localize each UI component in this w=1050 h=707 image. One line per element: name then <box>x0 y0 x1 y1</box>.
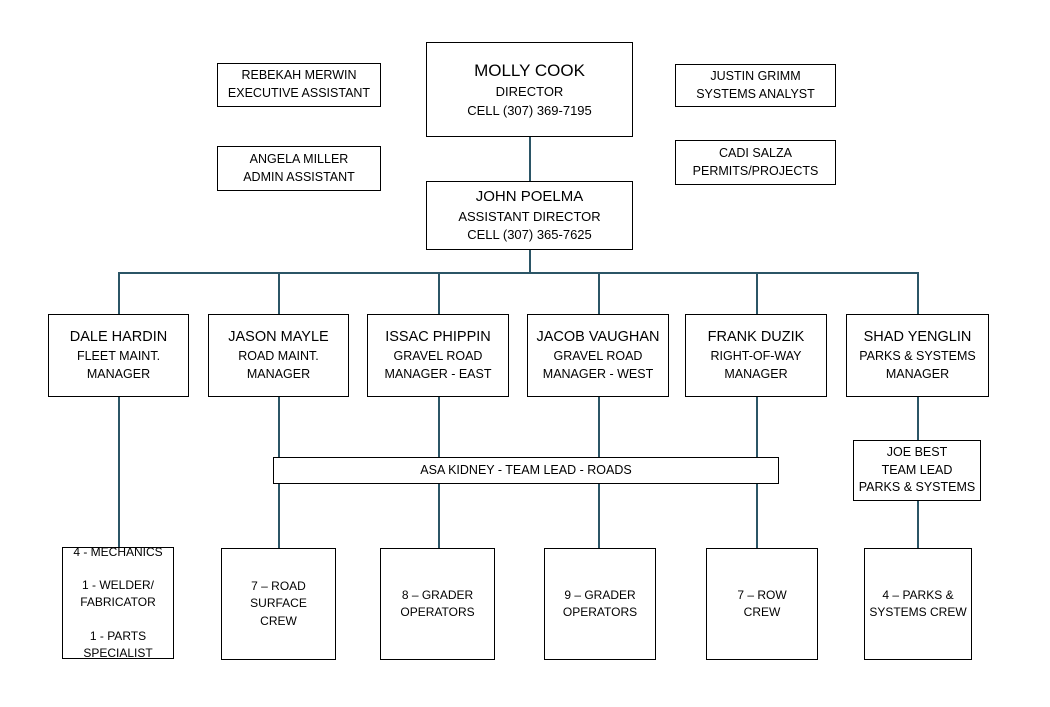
connector-bus-to-manager-2 <box>278 272 280 314</box>
node-roads-team-lead[interactable]: ASA KIDNEY - TEAM LEAD - ROADS <box>273 457 779 484</box>
manager-2-name: JASON MAYLE <box>228 329 329 346</box>
connector-manager-6-to-parks-lead <box>917 397 919 440</box>
manager-3-name: ISSAC PHIPPIN <box>385 329 491 346</box>
roads-team-lead-label: ASA KIDNEY - TEAM LEAD - ROADS <box>420 462 632 477</box>
connector-director-to-assistant <box>529 136 531 181</box>
manager-5-line2: MANAGER <box>724 366 788 381</box>
manager-6-name: SHAD YENGLIN <box>863 329 972 346</box>
permits-projects-title: PERMITS/PROJECTS <box>692 163 819 178</box>
crew-2-line2: SURFACE <box>250 596 307 611</box>
node-assistant-director[interactable]: JOHN POELMA ASSISTANT DIRECTOR CELL (307… <box>426 181 633 250</box>
manager-5-name: FRANK DUZIK <box>707 329 805 346</box>
admin-assistant-title: ADMIN ASSISTANT <box>243 169 355 184</box>
crew-1-group-2-line1: 1 - WELDER/ <box>81 578 154 593</box>
manager-6-line2: MANAGER <box>885 366 950 381</box>
node-crew-grader-west[interactable]: 9 – GRADER OPERATORS <box>544 548 656 660</box>
connector-bus-to-manager-1 <box>118 272 120 314</box>
assistant-director-title: ASSISTANT DIRECTOR <box>458 208 601 224</box>
manager-3-line2: MANAGER - EAST <box>384 366 492 381</box>
node-crew-row[interactable]: 7 – ROW CREW <box>706 548 818 660</box>
node-manager-right-of-way[interactable]: FRANK DUZIK RIGHT-OF-WAY MANAGER <box>685 314 827 397</box>
node-manager-gravel-road-west[interactable]: JACOB VAUGHAN GRAVEL ROAD MANAGER - WEST <box>527 314 669 397</box>
executive-assistant-name: REBEKAH MERWIN <box>241 68 357 83</box>
crew-1-group-3-line1: 1 - PARTS <box>89 628 147 643</box>
connector-bus-to-manager-5 <box>756 272 758 314</box>
node-systems-analyst[interactable]: JUSTIN GRIMM SYSTEMS ANALYST <box>675 64 836 107</box>
crew-2-line1: 7 – ROAD <box>251 579 306 594</box>
admin-assistant-name: ANGELA MILLER <box>249 151 349 166</box>
manager-2-line2: MANAGER <box>246 366 311 381</box>
connector-bus-to-manager-4 <box>598 272 600 314</box>
systems-analyst-title: SYSTEMS ANALYST <box>696 86 815 101</box>
node-executive-assistant[interactable]: REBEKAH MERWIN EXECUTIVE ASSISTANT <box>217 63 381 107</box>
connector-parks-lead-to-crew <box>917 501 919 548</box>
systems-analyst-name: JUSTIN GRIMM <box>710 68 801 83</box>
crew-5-line2: CREW <box>743 605 781 619</box>
node-manager-gravel-road-east[interactable]: ISSAC PHIPPIN GRAVEL ROAD MANAGER - EAST <box>367 314 509 397</box>
manager-1-name: DALE HARDIN <box>69 329 168 346</box>
connector-bus-to-manager-6 <box>917 272 919 314</box>
crew-3-line1: 8 – GRADER <box>401 587 474 602</box>
permits-projects-name: CADI SALZA <box>719 145 792 160</box>
node-crew-road-surface[interactable]: 7 – ROAD SURFACE CREW <box>221 548 336 660</box>
manager-2-line1: ROAD MAINT. <box>238 349 319 364</box>
crew-2-line3: CREW <box>260 613 297 628</box>
manager-4-name: JACOB VAUGHAN <box>536 329 660 346</box>
manager-6-line1: PARKS & SYSTEMS <box>859 349 976 364</box>
node-manager-fleet-maintenance[interactable]: DALE HARDIN FLEET MAINT. MANAGER <box>48 314 189 397</box>
manager-3-line1: GRAVEL ROAD <box>393 349 483 364</box>
crew-4-line2: OPERATORS <box>562 605 638 619</box>
manager-4-line2: MANAGER - WEST <box>542 366 654 381</box>
connector-manager-bus <box>118 272 918 274</box>
connector-assistant-to-bus <box>529 250 531 273</box>
parks-team-lead-line2: PARKS & SYSTEMS <box>858 480 976 495</box>
node-crew-grader-east[interactable]: 8 – GRADER OPERATORS <box>380 548 495 660</box>
node-crew-parks-systems[interactable]: 4 – PARKS & SYSTEMS CREW <box>864 548 972 660</box>
assistant-director-cell: CELL (307) 365-7625 <box>467 227 592 243</box>
connector-bus-to-manager-3 <box>438 272 440 314</box>
connector-manager-1-to-crew <box>118 397 120 548</box>
node-permits-projects[interactable]: CADI SALZA PERMITS/PROJECTS <box>675 140 836 185</box>
manager-5-line1: RIGHT-OF-WAY <box>710 349 802 364</box>
crew-6-line2: SYSTEMS CREW <box>869 605 967 619</box>
manager-4-line1: GRAVEL ROAD <box>553 349 643 364</box>
crew-3-line2: OPERATORS <box>400 605 475 619</box>
crew-5-line1: 7 – ROW <box>737 587 787 602</box>
parks-team-lead-name: JOE BEST <box>886 444 948 459</box>
crew-1-group-3-line2: SPECIALIST <box>83 645 153 660</box>
node-admin-assistant[interactable]: ANGELA MILLER ADMIN ASSISTANT <box>217 146 381 191</box>
executive-assistant-title: EXECUTIVE ASSISTANT <box>227 86 371 100</box>
node-manager-road-maintenance[interactable]: JASON MAYLE ROAD MAINT. MANAGER <box>208 314 349 397</box>
node-parks-team-lead[interactable]: JOE BEST TEAM LEAD PARKS & SYSTEMS <box>853 440 981 501</box>
crew-1-group-1-line1: 4 - MECHANICS <box>73 545 163 560</box>
manager-1-line2: MANAGER <box>86 366 151 381</box>
director-title: DIRECTOR <box>495 84 564 100</box>
node-manager-parks-systems[interactable]: SHAD YENGLIN PARKS & SYSTEMS MANAGER <box>846 314 989 397</box>
manager-1-line1: FLEET MAINT. <box>76 349 161 364</box>
director-name: MOLLY COOK <box>474 60 585 80</box>
assistant-director-name: JOHN POELMA <box>475 188 584 206</box>
crew-6-line1: 4 – PARKS & <box>882 587 954 602</box>
director-cell: CELL (307) 369-7195 <box>467 102 592 118</box>
parks-team-lead-line1: TEAM LEAD <box>881 462 953 477</box>
node-crew-fleet[interactable]: 4 - MECHANICS 1 - WELDER/ FABRICATOR 1 -… <box>62 545 174 660</box>
crew-4-line1: 9 – GRADER <box>564 587 636 602</box>
crew-1-group-2-line2: FABRICATOR <box>80 595 156 610</box>
node-director[interactable]: MOLLY COOK DIRECTOR CELL (307) 369-7195 <box>426 42 633 137</box>
